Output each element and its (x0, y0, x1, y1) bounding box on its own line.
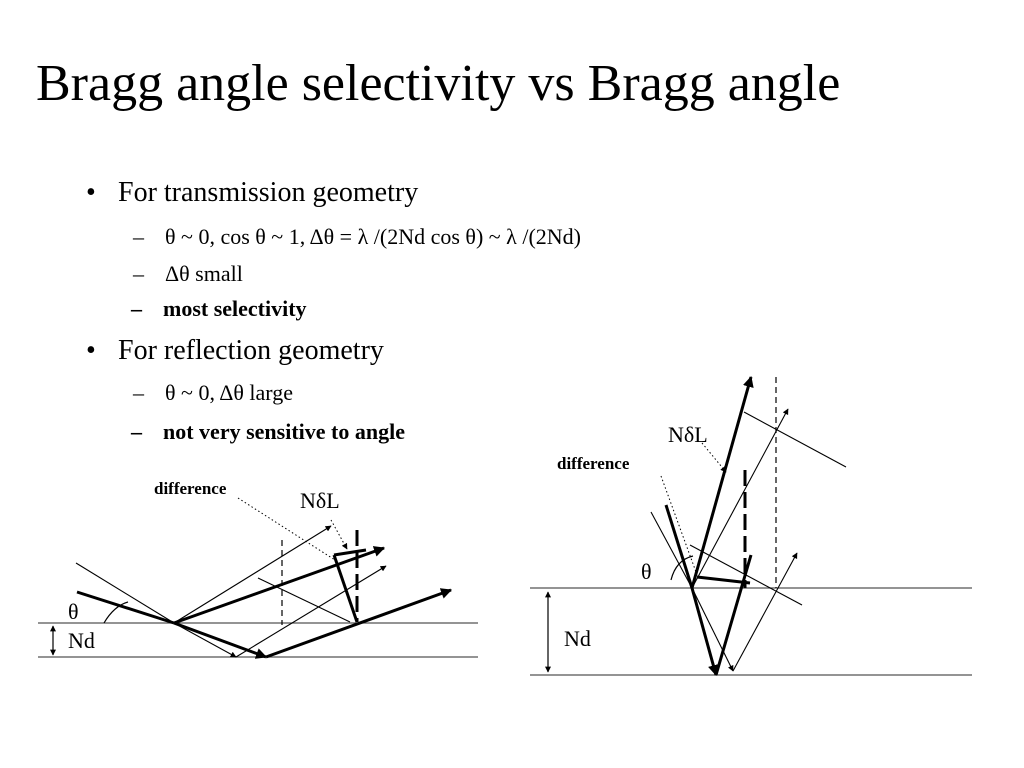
dash-marker: – (131, 419, 142, 444)
nd-label-right: Nd (564, 626, 591, 651)
wavefront-line-upper (743, 411, 847, 468)
theta-arc (103, 601, 129, 624)
incident-ray-thick (76, 590, 175, 625)
path-difference-segment (696, 575, 751, 585)
ndl-leader-line (701, 442, 727, 473)
dash-marker: – (133, 224, 144, 249)
diffracted-ray-thick (173, 546, 386, 625)
wavefront-line-lower (689, 544, 803, 606)
difference-label-right: difference (557, 454, 630, 473)
dash-marker: – (133, 380, 144, 405)
dash-marker: – (131, 296, 142, 321)
subitem-not-sensitive: – not very sensitive to angle (131, 419, 405, 444)
ndl-label-right: NδL (668, 422, 708, 447)
subitem-text: not very sensitive to angle (163, 419, 405, 444)
subitem-transmission-formula: – θ ~ 0, cos θ ~ 1, Δθ = λ /(2Nd cos θ) … (133, 224, 581, 249)
wavefront-line (257, 577, 351, 623)
incident-ray-thin (650, 511, 693, 589)
subitem-text: θ ~ 0, cos θ ~ 1, Δθ = λ /(2Nd cos θ) ~ … (165, 224, 581, 249)
refracted-ray-thick (690, 587, 719, 677)
bullet-transmission: • For transmission geometry (86, 177, 419, 208)
reflected-ray-thin (691, 408, 789, 589)
subitem-reflection-formula: – θ ~ 0, Δθ large (133, 380, 293, 405)
difference-label-left: difference (154, 479, 227, 498)
exit-ray-thick (265, 588, 453, 659)
subitem-text: θ ~ 0, Δθ large (165, 380, 293, 405)
bullet-reflection: • For reflection geometry (86, 335, 384, 366)
theta-label-right: θ (641, 559, 652, 584)
bullet-text: For reflection geometry (118, 335, 384, 366)
nd-label-left: Nd (68, 628, 95, 653)
exit-ray-thin (732, 552, 798, 672)
ndl-label-left: NδL (300, 488, 340, 513)
diffracted-ray-thin (173, 525, 332, 624)
path-difference-segment-top (333, 548, 367, 557)
transmission-diagram (38, 497, 478, 659)
incident-ray-thin (75, 562, 175, 624)
bullet-marker: • (86, 335, 96, 366)
subitem-text: Δθ small (165, 261, 243, 286)
reflected-ray-thick (690, 375, 754, 589)
theta-label-left: θ (68, 599, 79, 624)
subitem-delta-theta-small: – Δθ small (133, 261, 243, 286)
subitem-text: most selectivity (163, 296, 307, 321)
dash-marker: – (133, 261, 144, 286)
refracted-ray-thick (173, 621, 268, 659)
bullet-marker: • (86, 177, 96, 208)
path-difference-segment (332, 554, 359, 623)
exit-ray-thin (235, 565, 387, 658)
refracted-ray-thin (173, 622, 237, 658)
subitem-most-selectivity: – most selectivity (131, 296, 307, 321)
refracted-ray-thin (691, 587, 734, 672)
difference-leader-line (660, 475, 697, 573)
bullet-text: For transmission geometry (118, 177, 419, 208)
slide-title: Bragg angle selectivity vs Bragg angle (36, 55, 841, 112)
incident-ray-thick (664, 504, 694, 589)
ndl-leader-line (330, 519, 348, 550)
reflection-diagram (530, 375, 972, 677)
